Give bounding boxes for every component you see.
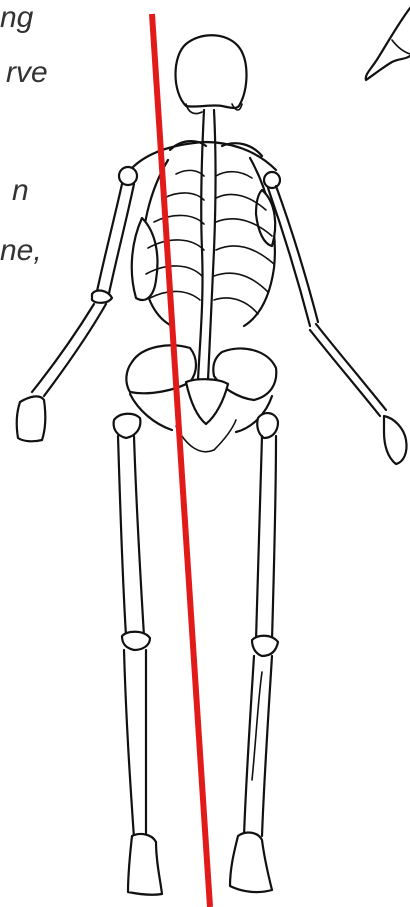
right-fibula	[252, 672, 262, 780]
left-tibia	[124, 650, 146, 838]
right-foot	[230, 833, 272, 893]
left-forearm	[32, 304, 106, 396]
left-humerus	[96, 184, 134, 298]
spine-right-edge	[208, 110, 216, 380]
right-shoulder-joint	[264, 172, 280, 188]
partial-sketch-line	[392, 40, 410, 54]
left-scapula	[132, 218, 158, 300]
right-hand	[384, 416, 407, 464]
left-knee	[122, 632, 150, 650]
left-hand	[17, 396, 46, 441]
left-femur	[118, 436, 144, 636]
right-forearm	[310, 324, 386, 416]
left-iliac-crest	[126, 345, 196, 393]
left-foot	[128, 834, 162, 895]
right-femur	[256, 436, 276, 640]
sacrum	[186, 379, 228, 424]
right-femur-head	[257, 413, 278, 438]
skull	[176, 35, 247, 108]
right-tibia	[244, 656, 272, 836]
left-femur-head	[114, 414, 141, 438]
left-shoulder-joint	[119, 167, 137, 185]
right-knee	[252, 636, 278, 656]
partial-sketch-top-right	[366, 8, 410, 80]
